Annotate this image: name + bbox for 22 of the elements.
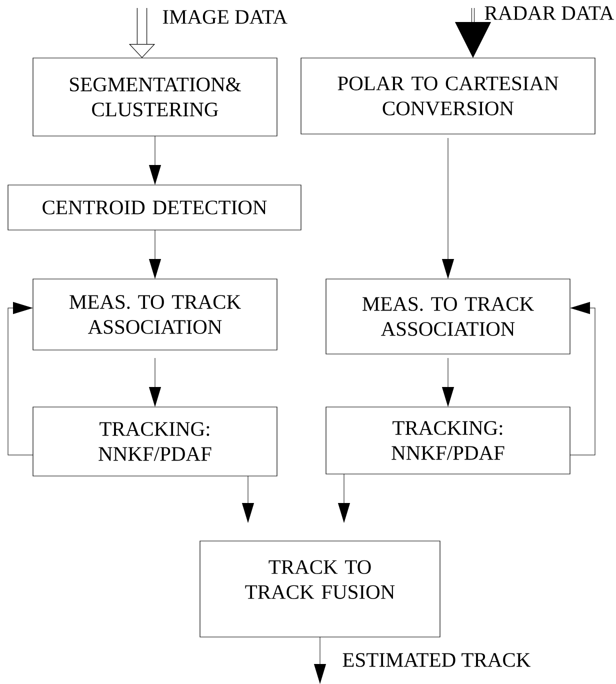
process-box: MEAS. TO TRACK ASSOCIATION [32,278,278,350]
arrow [314,636,326,684]
arrow [242,476,254,522]
process-box: CENTROID DETECTION [8,184,302,230]
feedback-arrow [570,302,596,456]
arrow [338,474,350,522]
arrow [442,138,454,278]
process-box: POLAR TO CARTESIAN CONVERSION [300,58,596,134]
process-box: TRACKING: NNKF/PDAF [32,406,278,476]
block-arrow [455,8,491,58]
process-box: TRACKING: NNKF/PDAF [326,406,570,474]
arrow [149,230,161,278]
arrow [149,136,161,184]
arrow [442,358,454,406]
edge-label: ESTIMATED TRACK [342,653,530,667]
process-box: MEAS. TO TRACK ASSOCIATION [326,278,570,354]
arrow [149,358,161,406]
edge-label: IMAGE DATA [162,10,288,24]
feedback-arrow [8,302,34,456]
edge-label: RADAR DATA [484,6,614,20]
process-box: SEGMENTATION& CLUSTERING [32,58,278,136]
process-box: TRACK TO TRACK FUSION [200,540,440,638]
